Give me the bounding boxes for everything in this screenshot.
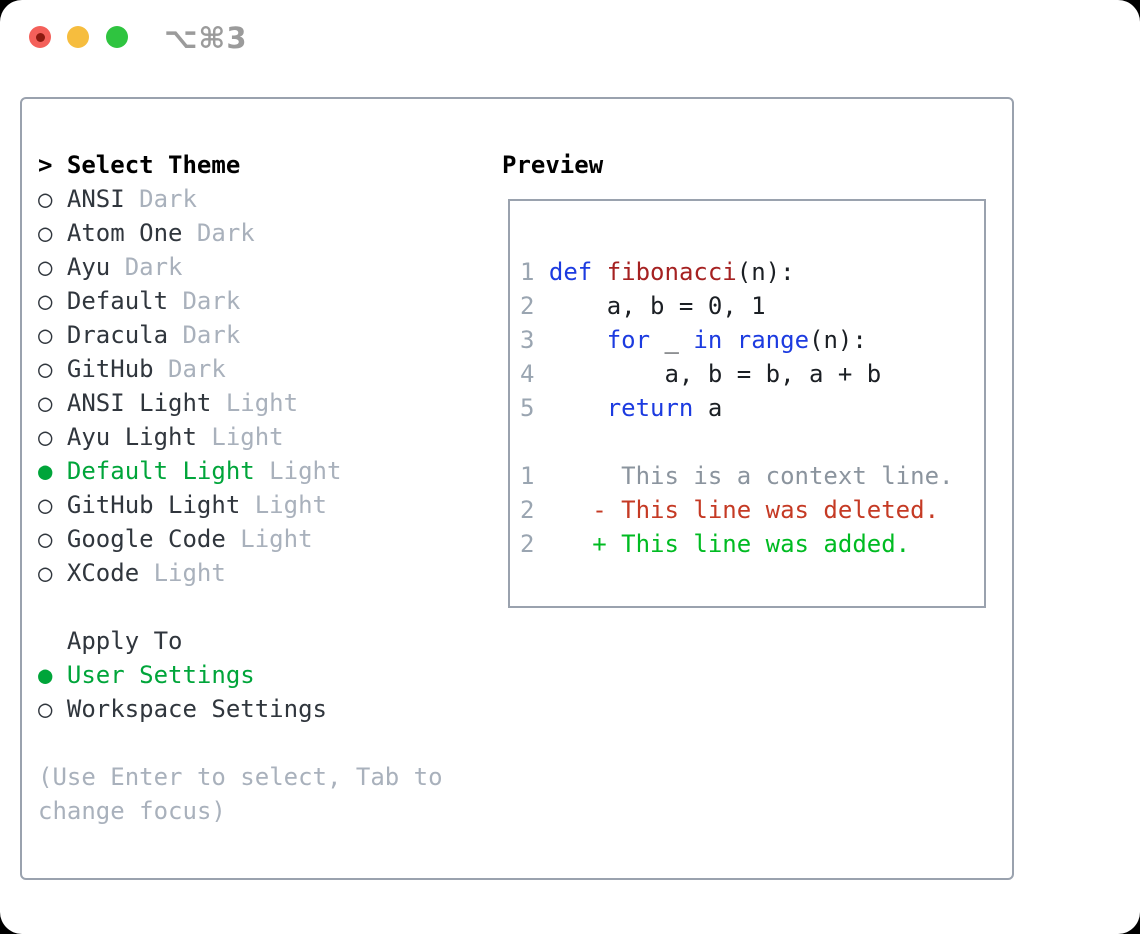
- radio-unselected-icon: ○: [38, 695, 53, 723]
- apply-to-section: Apply To ●User Settings○Workspace Settin…: [38, 624, 494, 726]
- blank-line: [520, 425, 984, 459]
- theme-selector-title: >Select Theme: [38, 148, 494, 182]
- radio-unselected-icon: ○: [38, 355, 53, 383]
- code-line: 3 for _ in range(n):: [520, 326, 867, 354]
- code-line: 5 return a: [520, 394, 723, 422]
- radio-unselected-icon: ○: [38, 321, 53, 349]
- traffic-light-close-icon[interactable]: [29, 26, 51, 48]
- diff-block: 1 This is a context line. 2- This line wa…: [520, 459, 984, 561]
- radio-unselected-icon: ○: [38, 287, 53, 315]
- traffic-light-minimize-icon[interactable]: [67, 26, 89, 48]
- radio-unselected-icon: ○: [38, 389, 53, 417]
- apply-option-user-settings[interactable]: ●User Settings: [38, 658, 494, 692]
- radio-selected-icon: ●: [38, 661, 53, 689]
- apply-option-workspace-settings[interactable]: ○Workspace Settings: [38, 692, 494, 726]
- preview-title: Preview: [502, 151, 604, 179]
- radio-unselected-icon: ○: [38, 219, 53, 247]
- keyboard-shortcut-label: ⌥⌘3: [164, 21, 248, 55]
- radio-unselected-icon: ○: [38, 559, 53, 587]
- radio-unselected-icon: ○: [38, 185, 53, 213]
- diff-line-deleted: 2- This line was deleted.: [520, 496, 940, 524]
- traffic-light-zoom-icon[interactable]: [106, 26, 128, 48]
- code-line: 4 a, b = b, a + b: [520, 360, 882, 388]
- radio-unselected-icon: ○: [38, 491, 53, 519]
- diff-line-added: 2+ This line was added.: [520, 530, 911, 558]
- radio-selected-icon: ●: [38, 457, 53, 485]
- radio-unselected-icon: ○: [38, 525, 53, 553]
- cursor-icon: >: [38, 151, 53, 179]
- help-text: (Use Enter to select, Tab to change focu…: [38, 763, 443, 825]
- code-line: 2 a, b = 0, 1: [520, 292, 766, 320]
- apply-to-list: ●User Settings○Workspace Settings: [38, 658, 494, 726]
- radio-unselected-icon: ○: [38, 423, 53, 451]
- apply-to-title: Apply To: [66, 627, 183, 655]
- diff-line-context: 1 This is a context line.: [520, 462, 954, 490]
- radio-unselected-icon: ○: [38, 253, 53, 281]
- record-dot-icon: [35, 32, 45, 42]
